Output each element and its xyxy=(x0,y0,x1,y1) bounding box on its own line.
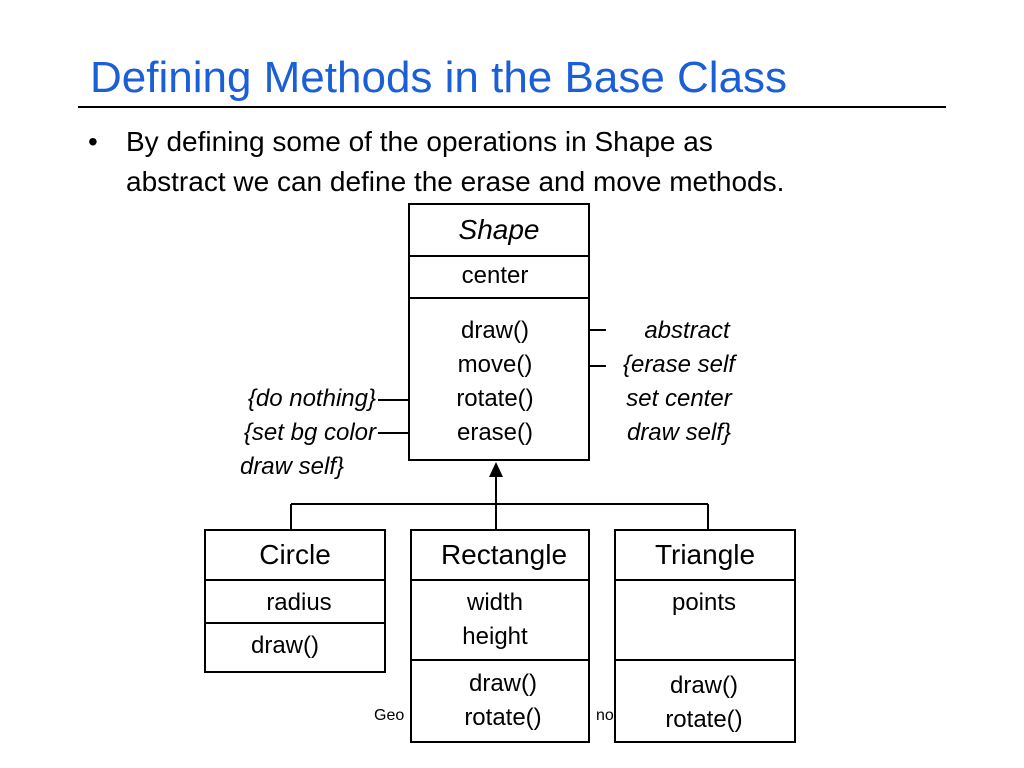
inherit-arrowhead xyxy=(489,462,503,477)
annotation-rotate: {do nothing} xyxy=(247,385,376,412)
rectangle-class-name: Rectangle xyxy=(440,539,568,570)
triangle-attr-divider xyxy=(614,659,796,661)
annotation-move-line-3: draw self} xyxy=(626,419,732,446)
circle-attr-divider xyxy=(204,622,386,624)
circle-class-box xyxy=(204,529,386,673)
annotation-erase-line-2: draw self} xyxy=(239,453,345,480)
circle-class-name: Circle xyxy=(259,539,331,570)
shape-class-name: Shape xyxy=(458,214,540,245)
triangle-method-rotate: rotate() xyxy=(665,706,743,733)
rectangle-attr-divider xyxy=(410,659,590,661)
rectangle-method-draw: draw() xyxy=(468,670,537,697)
circle-attr-radius: radius xyxy=(266,589,332,616)
rectangle-name-divider xyxy=(410,579,590,581)
shape-attr-divider xyxy=(408,297,590,299)
shape-method-rotate: rotate() xyxy=(456,385,534,412)
shape-method-draw: draw() xyxy=(460,317,529,344)
shape-method-erase: erase() xyxy=(456,419,534,446)
bullet-line-1: By defining some of the operations in Sh… xyxy=(126,126,713,157)
shape-class-box xyxy=(408,203,590,461)
slide-title: Defining Methods in the Base Class xyxy=(90,53,788,102)
annotation-abstract: abstract xyxy=(644,317,730,344)
rectangle-attr-height: height xyxy=(462,623,528,650)
rectangle-method-rotate: rotate() xyxy=(464,704,542,731)
triangle-class-box xyxy=(614,529,796,743)
triangle-method-draw: draw() xyxy=(669,672,738,699)
bullet-text: By defining some of the operations in Sh… xyxy=(126,122,956,202)
annotation-move-line-2: set center xyxy=(626,385,732,412)
shape-name-divider xyxy=(408,255,590,257)
circle-name-divider xyxy=(204,579,386,581)
triangle-class-name: Triangle xyxy=(654,539,756,570)
annotation-move-line-1: {erase self xyxy=(622,351,736,378)
shape-method-move: move() xyxy=(457,351,533,378)
circle-method-draw: draw() xyxy=(250,632,319,659)
triangle-attr-points: points xyxy=(671,589,737,616)
rectangle-class-box xyxy=(410,529,590,743)
shape-attr-center: center xyxy=(461,262,529,289)
title-underline xyxy=(78,106,946,108)
annotation-erase-line-1: {set bg color xyxy=(243,419,376,446)
bullet-line-2: abstract we can define the erase and mov… xyxy=(126,166,785,197)
triangle-name-divider xyxy=(614,579,796,581)
bullet-marker: • xyxy=(88,126,98,157)
rectangle-attr-width: width xyxy=(466,589,524,616)
